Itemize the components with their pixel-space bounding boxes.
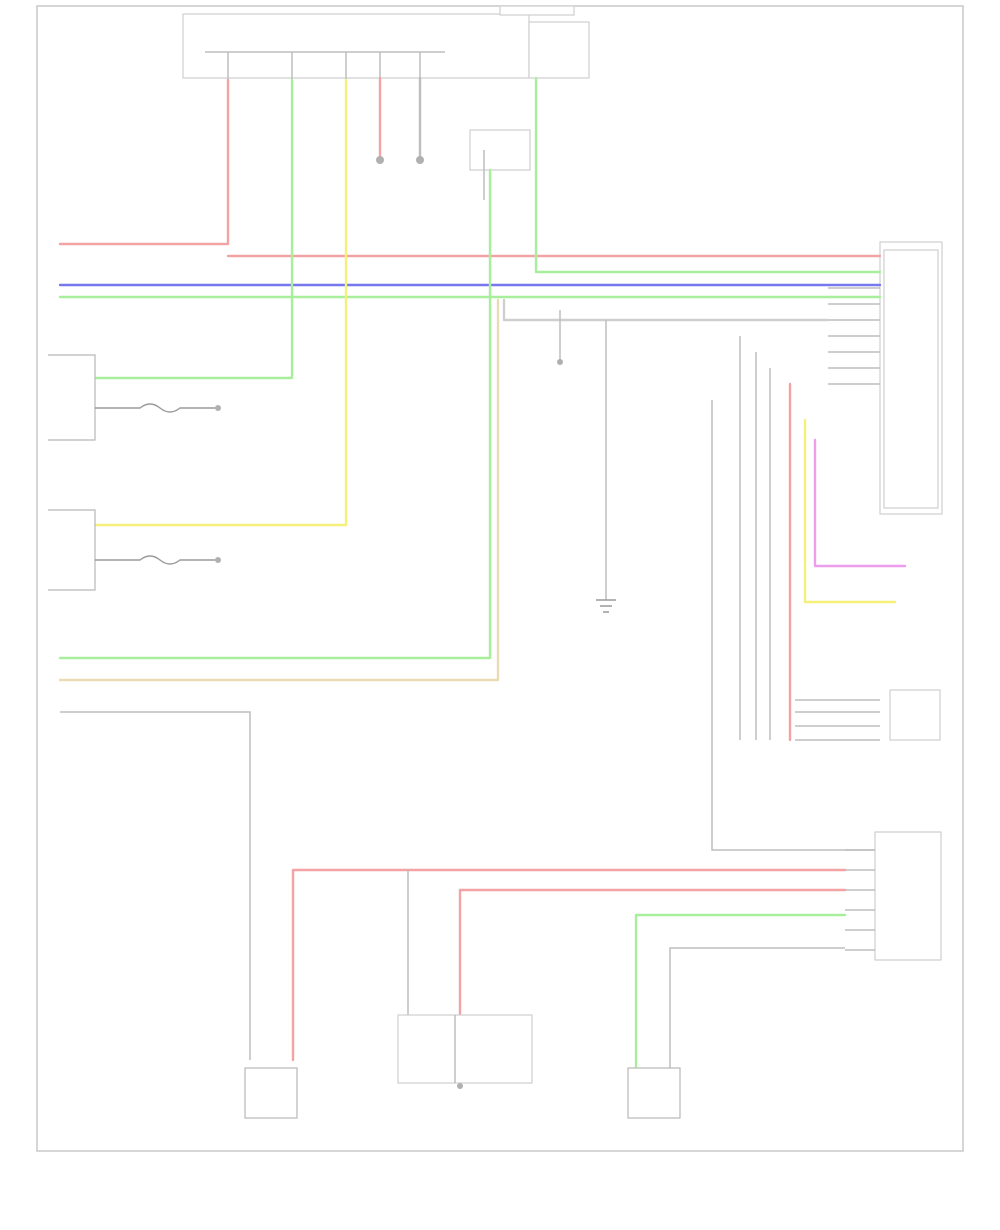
left-sensor-upper — [48, 78, 294, 441]
wire-green-top-drop — [534, 76, 882, 274]
wire-grey-lower-left — [60, 711, 251, 1060]
top-ground-pair — [376, 76, 424, 164]
left-lower-connectors — [58, 168, 500, 1060]
right-middle-harness — [711, 336, 941, 851]
wire-red-bottom — [291, 868, 847, 1062]
center-ground — [557, 310, 616, 613]
right-main-module — [828, 241, 943, 515]
left-sensor-lower — [48, 78, 348, 591]
wire-tan-lower-left — [58, 298, 500, 682]
wire-yellow-right — [803, 418, 897, 604]
wire-grey-branch — [502, 298, 830, 322]
wire-green-bottom — [634, 913, 847, 1072]
horizontal-bus — [58, 76, 882, 322]
wire-green-left-upper — [93, 78, 294, 380]
wire-yellow-left-lower — [93, 78, 348, 527]
wire-grey-bottom-2 — [669, 947, 845, 1070]
bottom-wires — [291, 868, 847, 1072]
diagram-frame — [36, 5, 964, 1152]
bottom-sensors — [244, 1014, 681, 1119]
relay-box-top — [469, 129, 531, 200]
bottom-right-module — [845, 831, 942, 961]
wire-red-bottom-2 — [458, 888, 847, 1017]
wire-red-bus — [58, 78, 230, 246]
top-control-module — [182, 5, 590, 80]
wire-purple-right — [813, 438, 907, 568]
wire-green-lower-left — [58, 168, 492, 660]
